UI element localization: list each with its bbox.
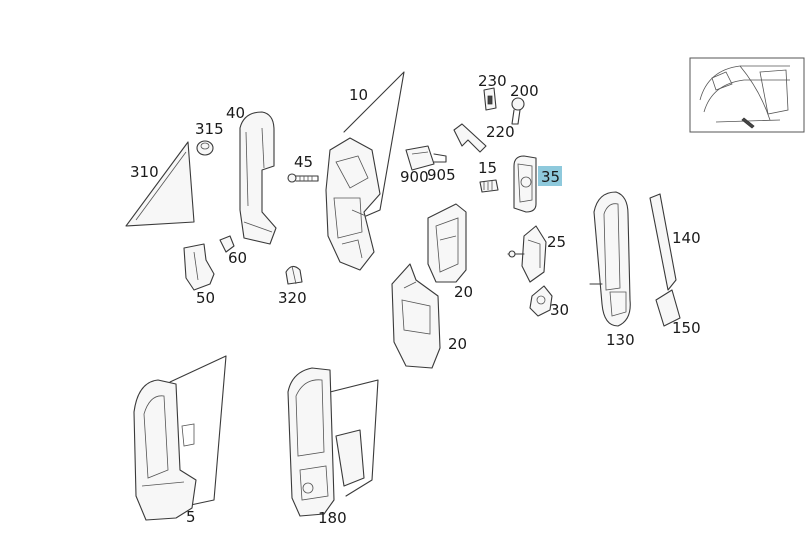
part-5-mirror-assembly [133, 355, 227, 521]
label-10: 10 [349, 86, 368, 104]
vehicle-locator-inset [689, 57, 805, 133]
part-140-mirror-glass [649, 193, 677, 291]
part-320-clip [285, 265, 303, 285]
label-900: 900 [400, 168, 429, 186]
part-200-screw [511, 97, 525, 125]
part-50-lower-cap [183, 243, 215, 291]
label-905: 905 [427, 166, 456, 184]
part-45-screw [287, 173, 319, 183]
part-180-mirror-assembly [287, 367, 379, 517]
label-130: 130 [606, 331, 635, 349]
part-20-housing-upper [427, 203, 467, 283]
part-900-905-adjuster-motor [405, 145, 447, 171]
part-25-adjuster [507, 225, 547, 283]
part-40-arm-cover [239, 111, 277, 245]
part-15-fastener [479, 179, 499, 193]
part-20-housing-lower [391, 263, 441, 369]
part-150-wide-angle-glass [655, 289, 681, 327]
label-220: 220 [486, 123, 515, 141]
label-45: 45 [294, 153, 313, 171]
label-60: 60 [228, 249, 247, 267]
label-230: 230 [478, 72, 507, 90]
label-35: 35 [541, 168, 560, 186]
label-5: 5 [186, 508, 196, 526]
label-310: 310 [130, 163, 159, 181]
highlight-box-35 [538, 166, 562, 186]
label-320: 320 [278, 289, 307, 307]
label-40: 40 [226, 104, 245, 122]
part-310-triangle-cover [125, 141, 195, 227]
label-15: 15 [478, 159, 497, 177]
part-60-clip [219, 235, 235, 253]
label-20-upper: 20 [454, 283, 473, 301]
label-30: 30 [550, 301, 569, 319]
part-315-grommet [196, 140, 214, 156]
part-30-actuator [529, 285, 553, 317]
label-50: 50 [196, 289, 215, 307]
label-200: 200 [510, 82, 539, 100]
part-35-glass-carrier [513, 155, 537, 213]
label-150: 150 [672, 319, 701, 337]
label-140: 140 [672, 229, 701, 247]
label-315: 315 [195, 120, 224, 138]
label-180: 180 [318, 509, 347, 527]
part-220-hose [453, 123, 487, 153]
label-20-lower: 20 [448, 335, 467, 353]
part-130-mirror-housing [589, 191, 631, 327]
part-10-mounting-bracket [325, 71, 405, 271]
label-25: 25 [547, 233, 566, 251]
part-230-block [483, 87, 497, 111]
